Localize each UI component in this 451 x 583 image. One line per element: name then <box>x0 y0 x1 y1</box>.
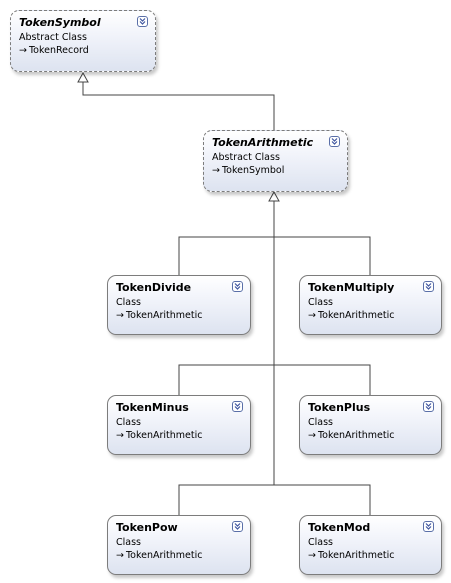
shape-title: TokenPow <box>116 521 178 534</box>
collapse-chevron-icon[interactable] <box>232 281 243 292</box>
shape-title: TokenMinus <box>116 401 189 414</box>
base-type-label: TokenArithmetic <box>317 430 395 441</box>
base-type-label: TokenArithmetic <box>125 310 203 321</box>
shape-base-type: →TokenArithmetic <box>308 309 433 322</box>
shape-token-arithmetic[interactable]: TokenArithmetic Abstract Class →TokenSym… <box>203 130 348 192</box>
inherits-arrow-icon: → <box>116 310 124 321</box>
shape-base-type: →TokenArithmetic <box>116 309 242 322</box>
shape-base-type: →TokenArithmetic <box>308 549 433 562</box>
base-type-label: TokenSymbol <box>221 165 285 176</box>
shape-token-multiply[interactable]: TokenMultiply Class →TokenArithmetic <box>299 275 442 335</box>
shape-title: TokenSymbol <box>19 16 101 29</box>
shape-kind: Class <box>116 537 141 548</box>
shape-kind: Abstract Class <box>212 152 280 163</box>
base-type-label: TokenArithmetic <box>125 550 203 561</box>
shape-token-mod[interactable]: TokenMod Class →TokenArithmetic <box>299 515 442 575</box>
inheritance-branch-row-1 <box>178 236 371 275</box>
inherits-arrow-icon: → <box>116 550 124 561</box>
shape-token-pow[interactable]: TokenPow Class →TokenArithmetic <box>107 515 251 575</box>
shape-base-type: →TokenSymbol <box>212 164 339 177</box>
shape-kind: Class <box>308 417 333 428</box>
shape-kind: Abstract Class <box>19 32 87 43</box>
collapse-chevron-icon[interactable] <box>232 401 243 412</box>
shape-token-minus[interactable]: TokenMinus Class →TokenArithmetic <box>107 395 251 455</box>
shape-token-symbol[interactable]: TokenSymbol Abstract Class →TokenRecord <box>10 10 156 72</box>
shape-base-type: →TokenArithmetic <box>116 429 242 442</box>
inherits-arrow-icon: → <box>308 310 316 321</box>
shape-base-type: →TokenArithmetic <box>308 429 433 442</box>
inherits-arrow-icon: → <box>19 45 27 56</box>
shape-title: TokenPlus <box>308 401 371 414</box>
shape-token-divide[interactable]: TokenDivide Class →TokenArithmetic <box>107 275 251 335</box>
collapse-chevron-icon[interactable] <box>137 16 148 27</box>
shape-base-type: →TokenRecord <box>19 44 147 57</box>
shape-token-plus[interactable]: TokenPlus Class →TokenArithmetic <box>299 395 442 455</box>
collapse-chevron-icon[interactable] <box>423 401 434 412</box>
inherits-arrow-icon: → <box>116 430 124 441</box>
inheritance-branch-row-2 <box>178 364 371 395</box>
collapse-chevron-icon[interactable] <box>329 136 340 147</box>
shape-kind: Class <box>308 537 333 548</box>
inheritance-line-arithmetic-to-symbol <box>82 82 275 130</box>
base-type-label: TokenArithmetic <box>125 430 203 441</box>
shape-kind: Class <box>116 297 141 308</box>
shape-kind: Class <box>308 297 333 308</box>
inheritance-arrowhead-arithmetic <box>268 190 280 202</box>
inherits-arrow-icon: → <box>308 550 316 561</box>
shape-title: TokenArithmetic <box>212 136 314 149</box>
base-type-label: TokenArithmetic <box>317 550 395 561</box>
collapse-chevron-icon[interactable] <box>423 281 434 292</box>
inheritance-branch-row-3 <box>178 484 371 515</box>
shape-title: TokenDivide <box>116 281 192 294</box>
shape-title: TokenMod <box>308 521 371 534</box>
collapse-chevron-icon[interactable] <box>423 521 434 532</box>
shape-kind: Class <box>116 417 141 428</box>
inherits-arrow-icon: → <box>308 430 316 441</box>
collapse-chevron-icon[interactable] <box>232 521 243 532</box>
inheritance-arrowhead-symbol <box>77 71 89 83</box>
shape-title: TokenMultiply <box>308 281 395 294</box>
inherits-arrow-icon: → <box>212 165 220 176</box>
base-type-label: TokenRecord <box>28 45 89 56</box>
shape-base-type: →TokenArithmetic <box>116 549 242 562</box>
base-type-label: TokenArithmetic <box>317 310 395 321</box>
